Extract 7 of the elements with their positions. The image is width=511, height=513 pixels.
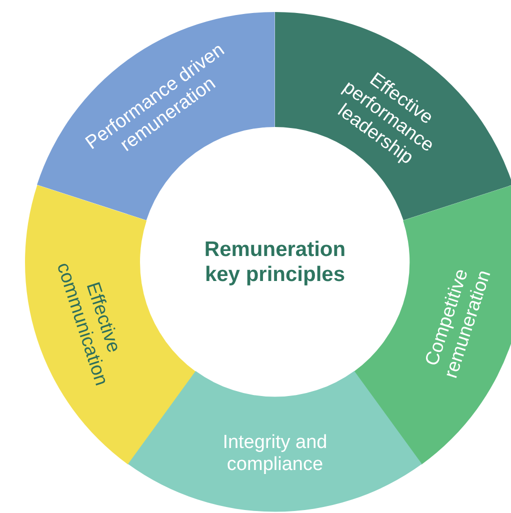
ring-segment — [37, 12, 275, 220]
center-title: Remuneration key principles — [203, 237, 347, 287]
segment-label: Integrity and compliance — [222, 432, 328, 476]
ring-segment — [275, 12, 511, 220]
ring-segment — [25, 184, 196, 464]
ring-segment — [354, 184, 511, 464]
ring-segment — [128, 371, 422, 512]
